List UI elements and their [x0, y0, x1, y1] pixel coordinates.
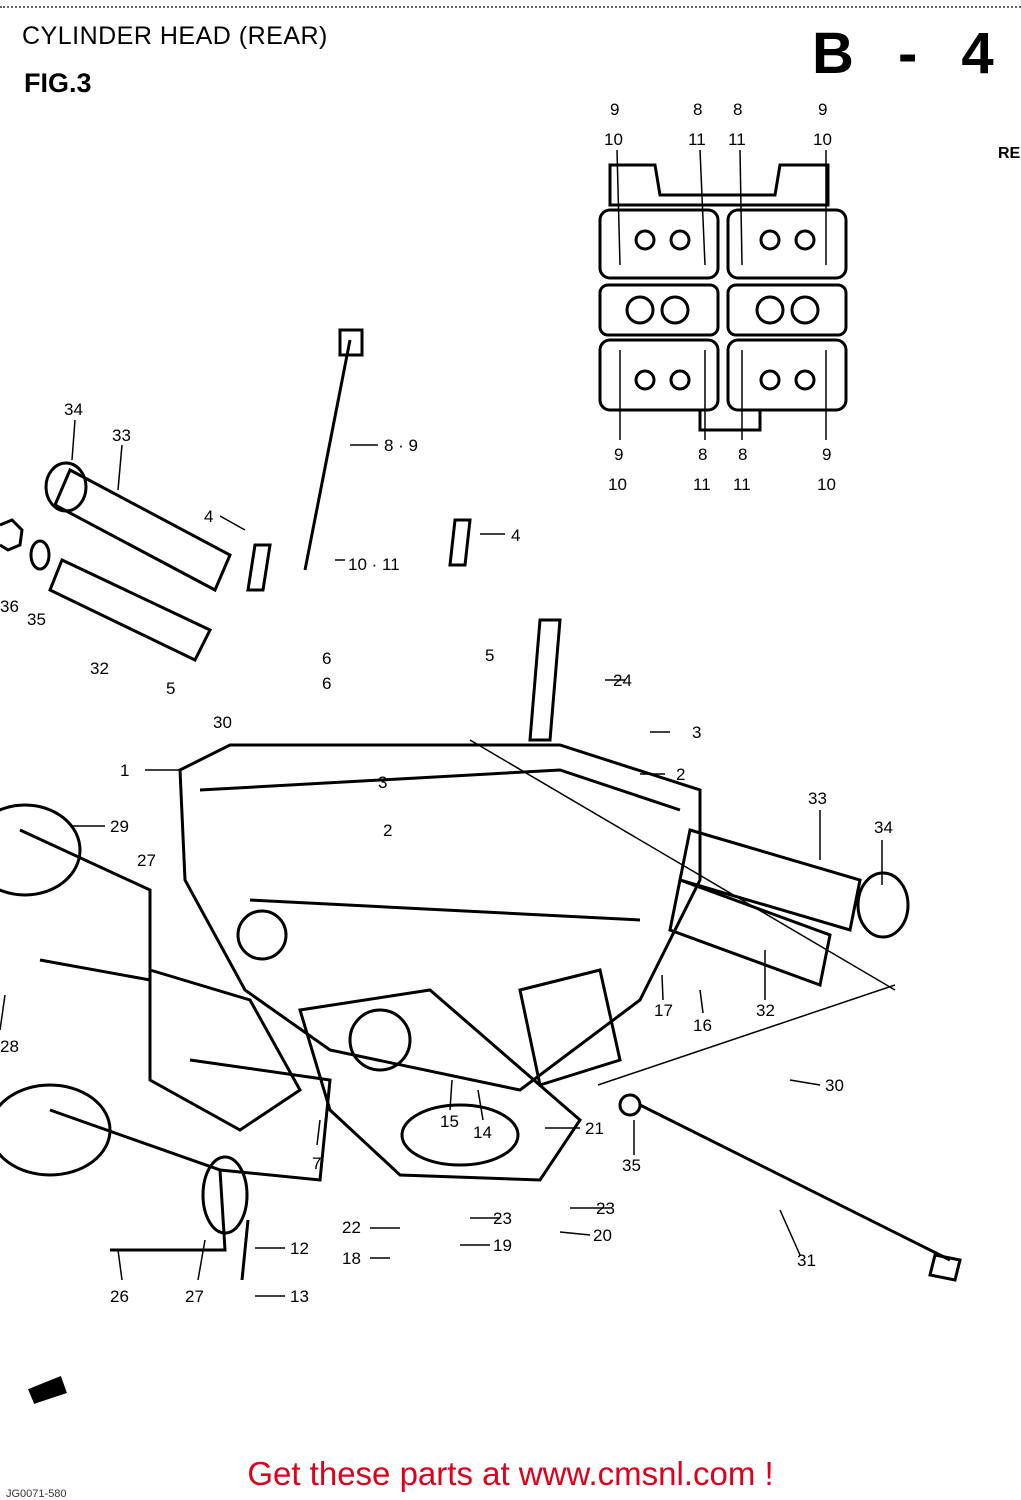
callout-label: 8 — [738, 445, 747, 464]
callout-label: 13 — [290, 1287, 309, 1306]
top-border — [0, 6, 1021, 8]
callout-label: 23 — [596, 1199, 615, 1218]
footer-link[interactable]: Get these parts at www.cmsnl.com ! — [247, 1455, 774, 1492]
callout-label: 3 — [378, 773, 387, 792]
callout-label: 5 — [485, 646, 494, 665]
small-parts — [0, 518, 67, 1404]
callout-label: 18 — [342, 1249, 361, 1268]
callout-label: 24 — [613, 671, 632, 690]
callout-label: 26 — [110, 1287, 129, 1306]
callout-label: 1 — [120, 761, 129, 780]
callout-label: 6 — [322, 649, 331, 668]
callout-label: 10 — [813, 130, 832, 149]
callout-label: 9 — [818, 100, 827, 119]
callout-label: 22 — [342, 1218, 361, 1237]
callout-label: 33 — [808, 789, 827, 808]
sheet-number: B - 4 — [812, 21, 1008, 86]
callout-label: 15 — [440, 1112, 459, 1131]
callout-label: 8 · 9 — [384, 436, 418, 455]
callout-label: 34 — [64, 400, 83, 419]
callout-label: 36 — [0, 597, 19, 616]
fasteners — [240, 328, 962, 1282]
callout-label: 10 — [817, 475, 836, 494]
callout-label: 21 — [585, 1119, 604, 1138]
callout-label: 14 — [473, 1123, 492, 1142]
callout-label: 11 — [693, 475, 711, 494]
callout-label: 27 — [137, 851, 156, 870]
part-callouts: 34 33 36 35 32 4 8 · 9 10 · 11 4 6 5 5 6… — [0, 400, 893, 1306]
leader-lines — [0, 419, 896, 1297]
callout-label: 11 — [733, 475, 751, 494]
figure-label: FIG.3 — [24, 68, 92, 98]
callout-label: 4 — [204, 507, 213, 526]
callout-label: 19 — [493, 1236, 512, 1255]
callout-label: 9 — [614, 445, 623, 464]
callout-label: 3 — [692, 723, 701, 742]
callout-label: 10 · 11 — [348, 555, 400, 574]
callout-label: 5 — [166, 679, 175, 698]
callout-label: 2 — [676, 765, 685, 784]
callout-label: 4 — [511, 526, 520, 545]
callout-label: 17 — [654, 1001, 673, 1020]
callout-label: 35 — [622, 1156, 641, 1175]
callout-label: 7 — [312, 1154, 321, 1173]
callout-label: 35 — [27, 610, 46, 629]
callout-label: 32 — [90, 659, 109, 678]
intake-pipes — [0, 803, 249, 1252]
callout-label: 12 — [290, 1239, 309, 1258]
callout-label: 31 — [797, 1251, 816, 1270]
page-title: CYLINDER HEAD (REAR) — [22, 22, 328, 50]
callout-label: 9 — [822, 445, 831, 464]
callout-label: 10 — [608, 475, 627, 494]
callout-label: 6 — [322, 674, 331, 693]
head-top-view — [598, 163, 848, 432]
callout-label: 32 — [756, 1001, 775, 1020]
callout-label: 2 — [383, 821, 392, 840]
callout-label: 28 — [0, 1037, 19, 1056]
callout-label: 8 — [698, 445, 707, 464]
callout-label: 30 — [825, 1076, 844, 1095]
callout-label: 23 — [493, 1209, 512, 1228]
cylinder-head-body — [148, 743, 702, 1182]
callout-label: 11 — [688, 130, 706, 149]
callout-label: 29 — [110, 817, 129, 836]
callout-label: 9 — [610, 100, 619, 119]
callout-label: 20 — [593, 1226, 612, 1245]
callout-label: 11 — [728, 130, 746, 149]
oil-tubes — [44, 461, 910, 988]
callout-label: 30 — [213, 713, 232, 732]
callout-label: 16 — [693, 1016, 712, 1035]
drawing-code: JG0071-580 — [6, 1488, 67, 1500]
callout-label: 34 — [874, 818, 893, 837]
top-view-leaders — [616, 149, 827, 440]
callout-label: 8 — [693, 100, 702, 119]
callout-label: 10 — [604, 130, 623, 149]
callout-label: 27 — [185, 1287, 204, 1306]
callout-label: 33 — [112, 426, 131, 445]
top-view-callouts: 9 10 8 11 8 11 9 10 9 10 8 11 8 11 9 10 — [604, 100, 836, 494]
callout-label: 8 — [733, 100, 742, 119]
corner-mark: RE — [998, 145, 1021, 162]
